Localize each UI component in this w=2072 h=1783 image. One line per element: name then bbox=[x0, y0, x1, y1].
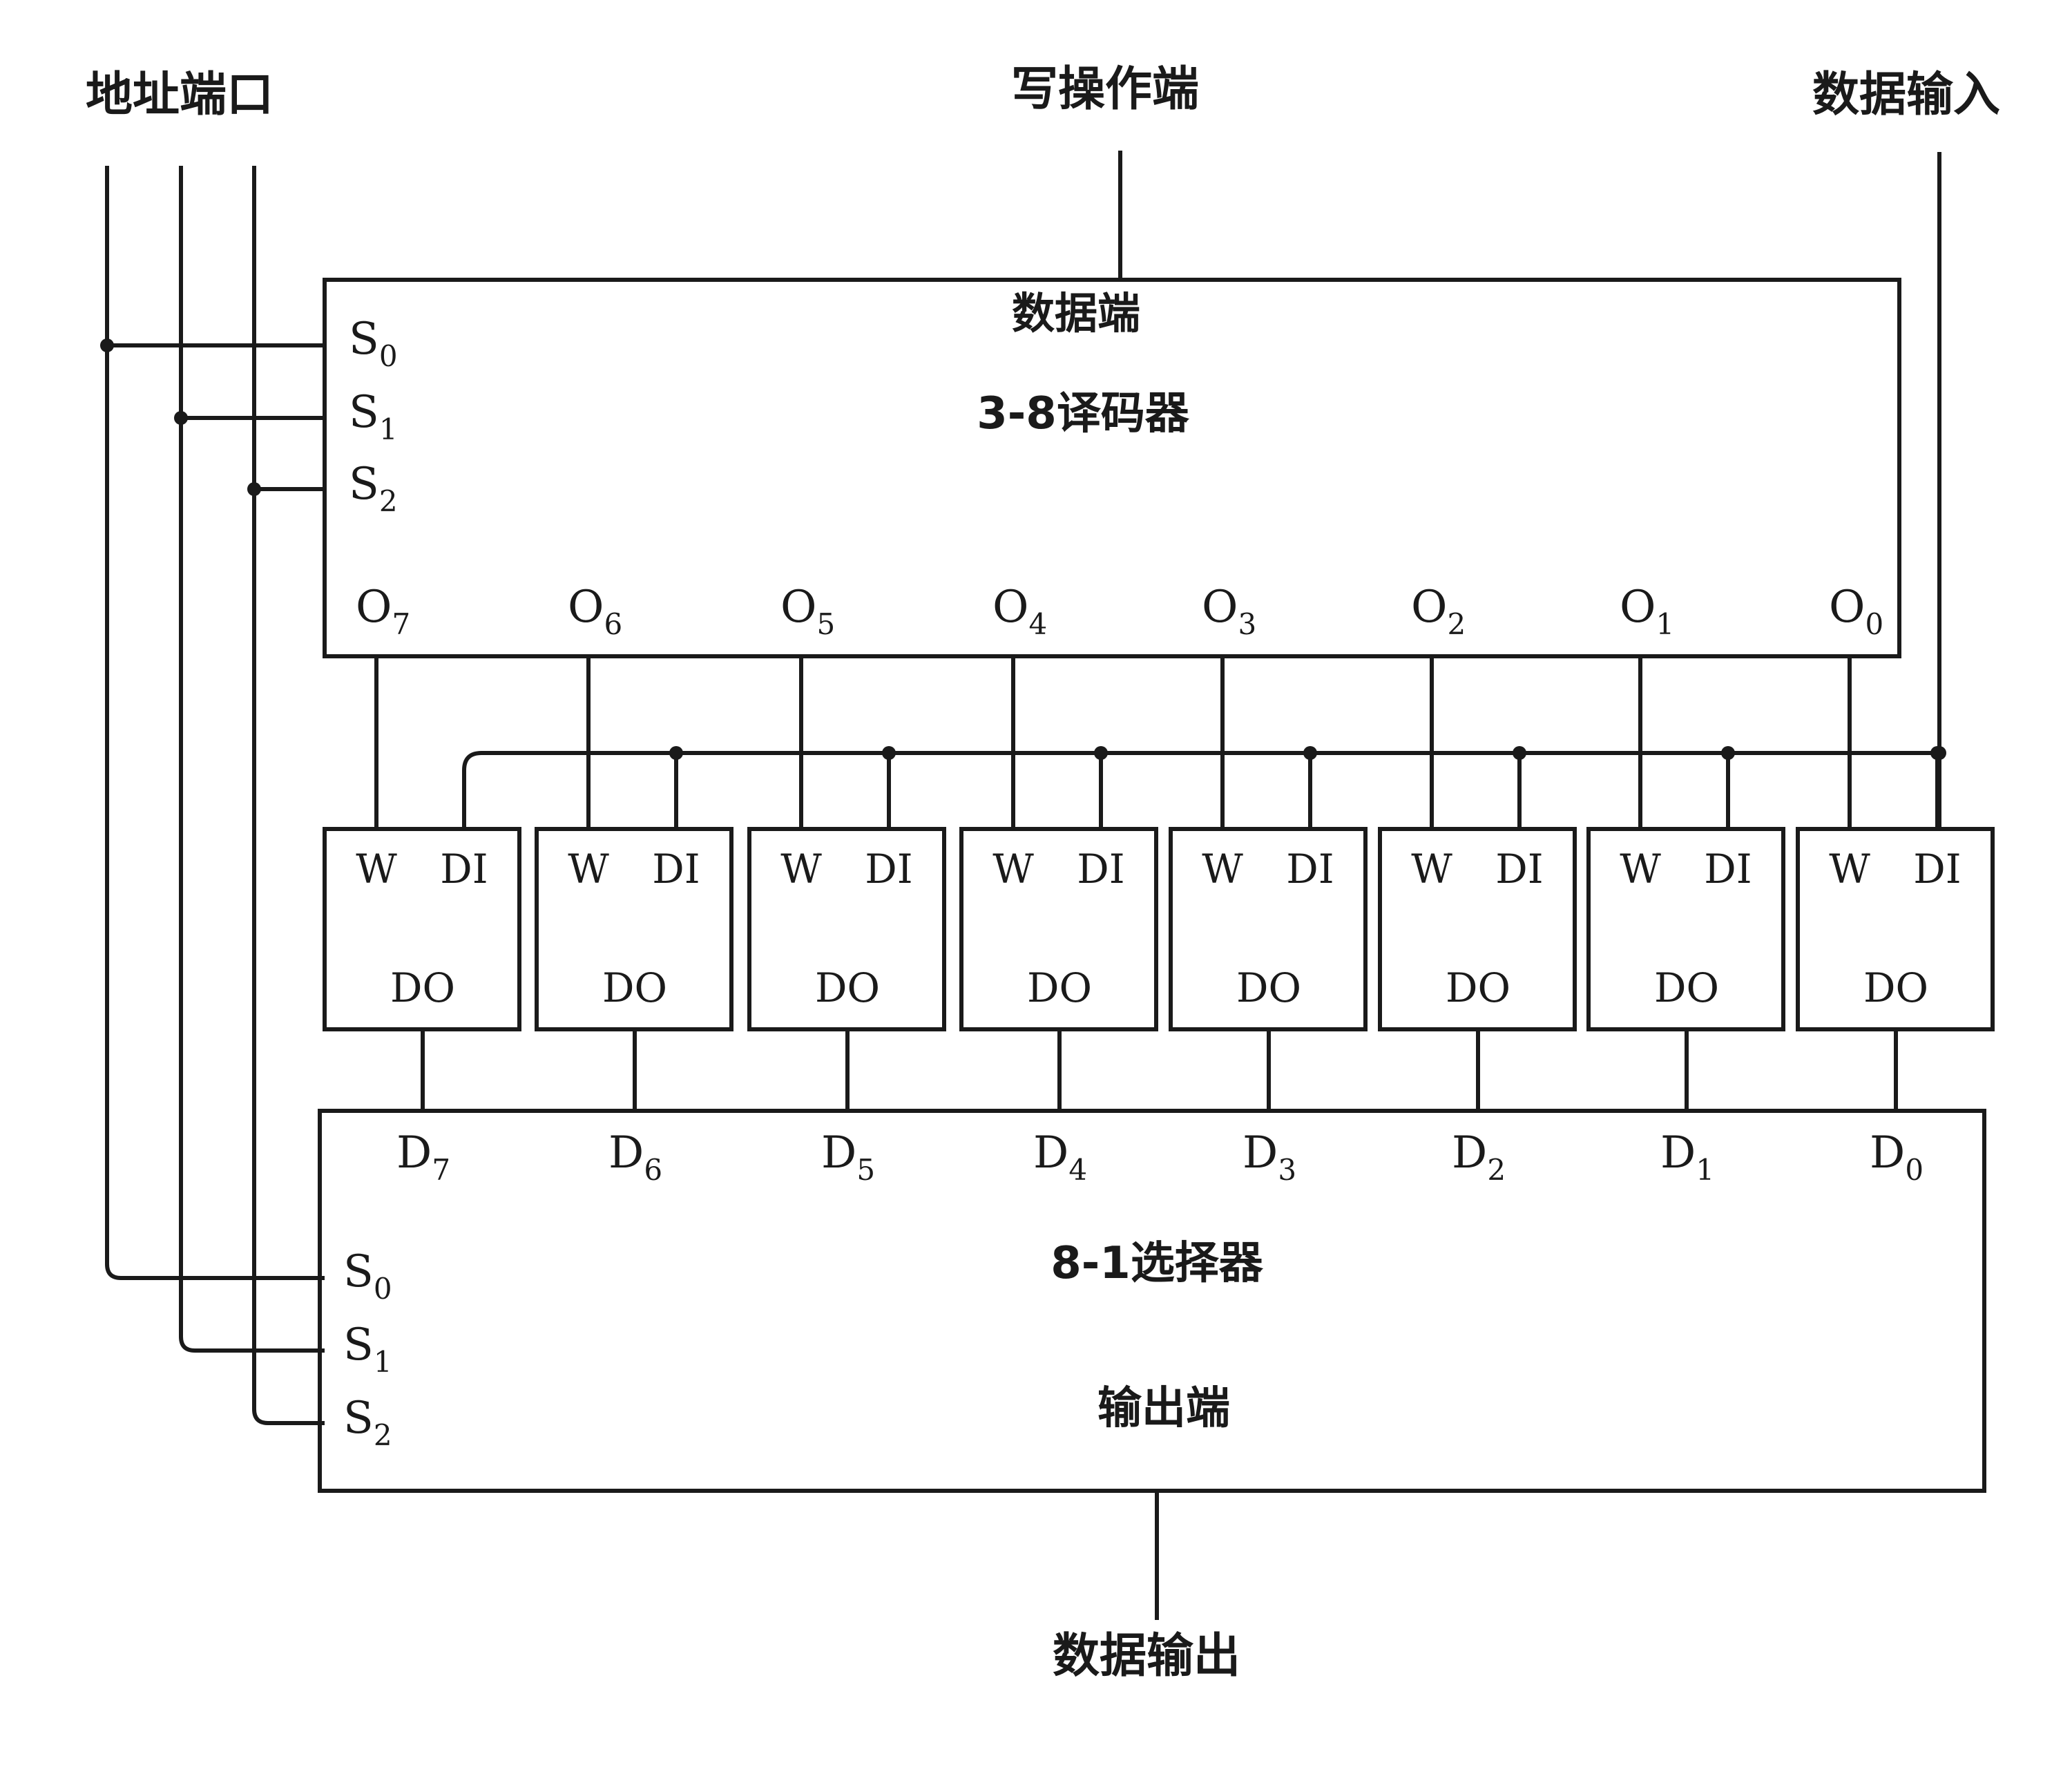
cell-data-in-label: DI bbox=[652, 846, 700, 893]
decoder-output-label: O3 bbox=[1202, 582, 1256, 641]
cell-data-in-label: DI bbox=[440, 846, 488, 893]
address-line-s2 bbox=[252, 166, 325, 1425]
decoder-output-label: O5 bbox=[780, 582, 835, 641]
junction-dot bbox=[247, 482, 261, 496]
decoder-select-s0: S0 bbox=[349, 314, 398, 373]
junction-dot bbox=[1930, 746, 1944, 760]
decoder-data-port-label: 数据端 bbox=[1012, 288, 1140, 339]
cell-data-out-label: DO bbox=[1446, 964, 1510, 1011]
mux-select-s0: S0 bbox=[343, 1246, 392, 1306]
cell-data-out-label: DO bbox=[390, 964, 455, 1011]
junction-dot bbox=[1094, 746, 1108, 760]
mux-output-port-label: 输出端 bbox=[1097, 1383, 1230, 1434]
decoder-output-label: O0 bbox=[1829, 582, 1883, 641]
cell-data-out-label: DO bbox=[1654, 964, 1719, 1011]
decoder-output-label: O6 bbox=[568, 582, 622, 641]
cell-data-out-label: DO bbox=[1236, 964, 1301, 1011]
mux-input-label: D1 bbox=[1660, 1127, 1714, 1187]
mux-select-s2: S2 bbox=[343, 1393, 392, 1452]
junction-dot bbox=[174, 411, 188, 425]
decoder-output-label: O1 bbox=[1620, 582, 1674, 641]
mux-input-label: D0 bbox=[1870, 1127, 1924, 1187]
address-bus bbox=[100, 166, 325, 1425]
cell-write-label: W bbox=[992, 846, 1034, 893]
cell-write-label: W bbox=[1829, 846, 1870, 893]
data-input-label: 数据输入 bbox=[1812, 68, 2000, 122]
mux-select-s1: S1 bbox=[343, 1319, 392, 1379]
junction-dot bbox=[882, 746, 896, 760]
cell-data-in-label: DI bbox=[1704, 846, 1752, 893]
junction-dot bbox=[669, 746, 683, 760]
cell-data-in-label: DI bbox=[1913, 846, 1961, 893]
decoder-output-label: O2 bbox=[1411, 582, 1466, 641]
cell-write-label: W bbox=[568, 846, 609, 893]
mux-box bbox=[318, 1109, 1986, 1493]
cell-data-in-label: DI bbox=[1495, 846, 1543, 893]
cell-write-label: W bbox=[1411, 846, 1452, 893]
mux-block: 8-1选择器 输出端 S0 S1 S2 D7 D6 D5 D4 D3 D2 D1 D0 bbox=[318, 1109, 1986, 1493]
mux-input-label: D6 bbox=[608, 1127, 662, 1187]
cell-data-out-label: DO bbox=[1027, 964, 1092, 1011]
mux-input-label: D7 bbox=[396, 1127, 450, 1187]
cell-write-label: W bbox=[1202, 846, 1243, 893]
mux-input-label: D5 bbox=[821, 1127, 875, 1187]
junction-dot bbox=[1303, 746, 1317, 760]
address-line-s1 bbox=[179, 166, 325, 1353]
cell-write-label: W bbox=[1620, 846, 1661, 893]
write-port-label: 写操作端 bbox=[1011, 62, 1199, 117]
decoder-select-s1: S1 bbox=[349, 387, 398, 446]
cell-data-out-label: DO bbox=[602, 964, 667, 1011]
decoder-title: 3-8译码器 bbox=[977, 388, 1190, 439]
cell-write-label: W bbox=[356, 846, 397, 893]
cell-data-in-label: DI bbox=[865, 846, 912, 893]
junction-dot bbox=[1513, 746, 1526, 760]
decoder-output-label: O7 bbox=[356, 582, 410, 641]
data-output-label: 数据输出 bbox=[1053, 1629, 1240, 1684]
cell-data-in-label: DI bbox=[1077, 846, 1124, 893]
decoder-output-label: O4 bbox=[992, 582, 1047, 641]
address-line-s0 bbox=[105, 166, 325, 1280]
junction-dot bbox=[1721, 746, 1735, 760]
cell-data-in-label: DI bbox=[1286, 846, 1334, 893]
memory-cells: W DI DO W DI DO W DI DO W DI DO W DI DO W DI DO W DI DO W DI DO bbox=[323, 656, 1995, 1111]
cell-data-out-label: DO bbox=[815, 964, 880, 1011]
cell-write-label: W bbox=[780, 846, 822, 893]
decoder-box bbox=[323, 278, 1901, 658]
data-input-bus bbox=[462, 152, 1946, 829]
decoder-select-s2: S2 bbox=[349, 459, 398, 518]
mux-input-label: D3 bbox=[1243, 1127, 1296, 1187]
mux-title: 8-1选择器 bbox=[1051, 1238, 1264, 1289]
mux-input-label: D4 bbox=[1033, 1127, 1087, 1187]
address-port-label: 地址端口 bbox=[86, 68, 274, 122]
junction-dot bbox=[100, 339, 114, 352]
mux-input-label: D2 bbox=[1452, 1127, 1506, 1187]
data-input-bus-line bbox=[462, 751, 1939, 829]
cell-data-out-label: DO bbox=[1863, 964, 1928, 1011]
decoder-block: 数据端 3-8译码器 S0 S1 S2 O7 O6 O5 O4 O3 O2 O1 O0 bbox=[323, 278, 1901, 658]
